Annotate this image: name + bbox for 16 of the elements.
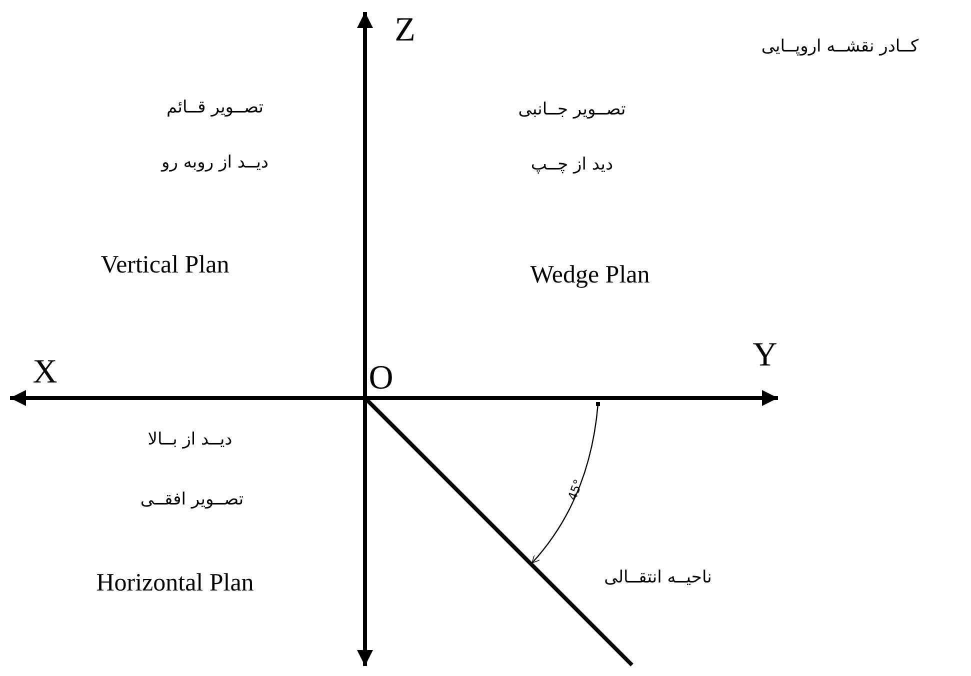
angle-label: 45° <box>566 478 586 502</box>
view-description: دید از چــپ <box>530 156 614 174</box>
origin-letter: O <box>368 359 394 397</box>
axis-letter: X <box>32 353 58 391</box>
view-name: تصــویر قــائم <box>166 98 264 118</box>
plane-name: Wedge Plan <box>530 261 650 289</box>
plane-name: Horizontal Plan <box>96 569 254 597</box>
view-description: دیــد از روبه رو <box>162 154 268 172</box>
region-name: ناحیــه انتقــالی <box>604 568 712 588</box>
view-name: تصــویر افقــی <box>140 490 244 510</box>
frame-title: کــادر نقشــه اروپــایی <box>761 38 919 56</box>
plane-name: Vertical Plan <box>100 251 230 279</box>
view-description: دیــد از بــالا <box>148 430 232 450</box>
view-name: تصــویر جــانبی <box>518 100 626 120</box>
axis-letter: Z <box>394 11 416 49</box>
axis-letter: Y <box>752 336 778 374</box>
